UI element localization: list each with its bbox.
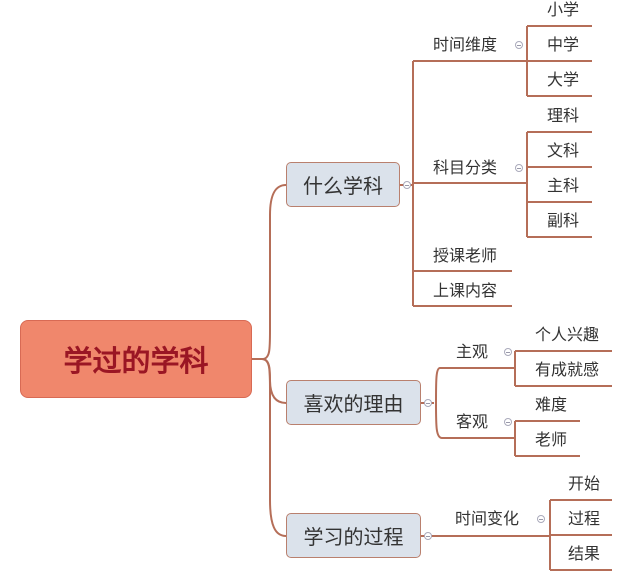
topic-subject-category[interactable]: 科目分类	[433, 158, 498, 177]
collapse-toggle-icon[interactable]	[504, 418, 512, 426]
topic-class-content[interactable]: 上课内容	[433, 281, 498, 300]
connector-root-branch-2	[261, 358, 287, 537]
collapse-toggle-icon[interactable]	[403, 181, 411, 189]
collapse-toggle-icon[interactable]	[504, 348, 512, 356]
leaf-process[interactable]: 过程	[568, 509, 601, 528]
connector-subject-category	[526, 131, 592, 238]
topic-objective[interactable]: 客观	[456, 412, 489, 431]
connector-branch-0	[400, 60, 527, 307]
collapse-toggle-icon[interactable]	[537, 515, 545, 523]
collapse-toggle-icon[interactable]	[515, 164, 523, 172]
leaf-teacher[interactable]: 老师	[535, 430, 568, 449]
topic-subjective[interactable]: 主观	[456, 342, 489, 361]
connector-root-branch-0	[252, 184, 287, 360]
leaf-difficulty[interactable]: 难度	[535, 395, 568, 414]
connector-root-branch-1	[261, 358, 287, 404]
leaf-minor-subject[interactable]: 副科	[547, 211, 580, 230]
leaf-middle-school[interactable]: 中学	[547, 35, 580, 54]
leaf-liberal-arts[interactable]: 文科	[547, 141, 580, 160]
topic-time-dimension[interactable]: 时间维度	[433, 35, 498, 54]
leaf-sense-of-achievement[interactable]: 有成就感	[535, 360, 600, 379]
connector-subjective	[514, 350, 612, 387]
collapse-toggle-icon[interactable]	[515, 41, 523, 49]
collapse-toggle-icon[interactable]	[424, 399, 432, 407]
branch-node-what-subjects[interactable]: 什么学科	[286, 162, 400, 207]
branch-node-reasons-to-like[interactable]: 喜欢的理由	[286, 380, 421, 425]
root-node[interactable]: 学过的学科	[20, 320, 252, 398]
topic-time-change[interactable]: 时间变化	[455, 509, 520, 528]
branch-node-learning-process[interactable]: 学习的过程	[286, 513, 421, 558]
connector-objective	[514, 420, 580, 457]
leaf-result[interactable]: 结果	[568, 544, 601, 563]
collapse-toggle-icon[interactable]	[424, 532, 432, 540]
topic-teacher[interactable]: 授课老师	[433, 246, 498, 265]
leaf-university[interactable]: 大学	[547, 70, 580, 89]
leaf-primary-school[interactable]: 小学	[547, 0, 580, 19]
leaf-personal-interest[interactable]: 个人兴趣	[535, 325, 600, 344]
leaf-major-subject[interactable]: 主科	[547, 176, 580, 195]
connector-branch-2	[421, 499, 612, 571]
leaf-science[interactable]: 理科	[547, 106, 580, 125]
connector-time-dimension	[526, 25, 592, 97]
leaf-start[interactable]: 开始	[568, 474, 601, 493]
